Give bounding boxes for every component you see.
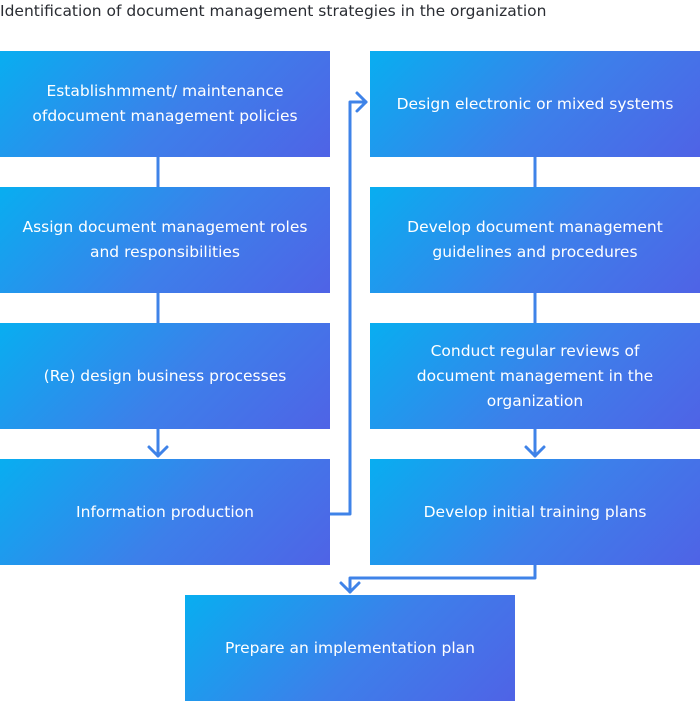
step-box-design-systems: Design electronic or mixed systems xyxy=(370,51,700,157)
step-label: Conduct regular reviews of document mana… xyxy=(416,341,654,410)
step-box-develop-guidelines: Develop document management guidelines a… xyxy=(370,187,700,293)
step-label: Design electronic or mixed systems xyxy=(396,94,674,113)
diagram-title: Identification of document management st… xyxy=(0,2,547,20)
step-label: Information production xyxy=(76,502,254,521)
step-box-assign-roles: Assign document management roles and res… xyxy=(0,187,330,293)
arrow-right-3-4 xyxy=(524,427,546,458)
step-label: Prepare an implementation plan xyxy=(225,638,475,657)
step-box-redesign-processes: (Re) design business processes xyxy=(0,323,330,429)
step-box-conduct-reviews: Conduct regular reviews of document mana… xyxy=(370,323,700,429)
step-box-information-production: Information production xyxy=(0,459,330,565)
step-label: Establishmment/ maintenance ofdocument m… xyxy=(32,82,298,125)
step-label: (Re) design business processes xyxy=(43,366,287,385)
arrow-left-to-right xyxy=(328,91,368,516)
step-box-establish-policies: Establishmment/ maintenance ofdocument m… xyxy=(0,51,330,157)
step-label: Develop document management guidelines a… xyxy=(407,218,663,261)
arrow-left-3-4 xyxy=(147,427,169,458)
step-box-implementation-plan: Prepare an implementation plan xyxy=(185,595,515,701)
arrow-to-final xyxy=(339,563,537,594)
step-label: Develop initial training plans xyxy=(423,502,647,521)
step-box-training-plans: Develop initial training plans xyxy=(370,459,700,565)
step-label: Assign document management roles and res… xyxy=(22,218,308,261)
